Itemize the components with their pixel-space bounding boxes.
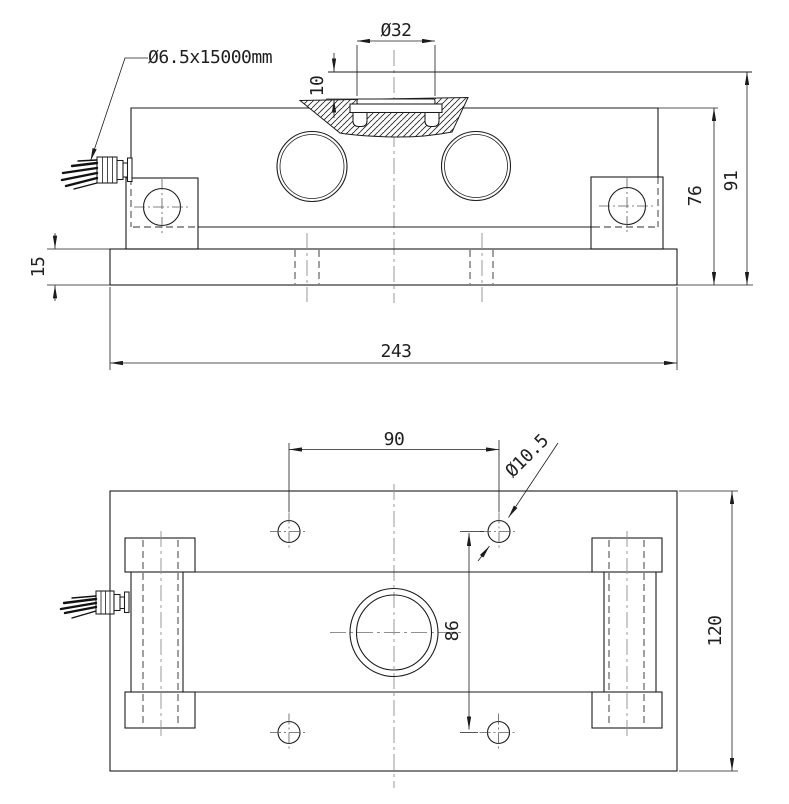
cable-strands-plan bbox=[59, 595, 98, 619]
dim-cable-spec: Ø6.5x15000mm bbox=[148, 47, 272, 68]
hole-dia-leader bbox=[508, 442, 559, 518]
plan-view: 90 Ø10.5 86 120 bbox=[59, 429, 738, 788]
dim-body-height: 76 bbox=[685, 186, 706, 207]
dim-hole-spacing-x: 90 bbox=[384, 429, 405, 450]
dim-plate-thickness: 15 bbox=[28, 257, 49, 278]
dim-plate-width: 120 bbox=[705, 615, 726, 646]
dim-cap-height: 10 bbox=[307, 76, 328, 97]
dim-overall-height: 91 bbox=[721, 171, 742, 192]
dim-cap-diameter: Ø32 bbox=[380, 20, 411, 41]
cable-gland-plan bbox=[95, 590, 130, 615]
dim-hole-diameter: Ø10.5 bbox=[501, 430, 552, 481]
cable-gland bbox=[96, 156, 133, 184]
cable-strands bbox=[60, 159, 99, 190]
center-hole bbox=[349, 587, 439, 678]
cable-leader bbox=[90, 57, 148, 162]
body-hole-left bbox=[276, 130, 348, 203]
front-view: Ø6.5x15000mm Ø32 10 15 243 76 91 bbox=[28, 20, 753, 370]
top-plate bbox=[109, 490, 678, 772]
base-plate bbox=[109, 248, 678, 286]
body-hole-right bbox=[440, 130, 512, 202]
block-stub-bottom-left bbox=[124, 691, 196, 729]
block-stub-top-left bbox=[124, 537, 196, 573]
mounting-holes bbox=[270, 512, 518, 752]
dim-overall-length: 243 bbox=[380, 341, 411, 362]
dim-hole-spacing-y: 86 bbox=[442, 621, 463, 642]
